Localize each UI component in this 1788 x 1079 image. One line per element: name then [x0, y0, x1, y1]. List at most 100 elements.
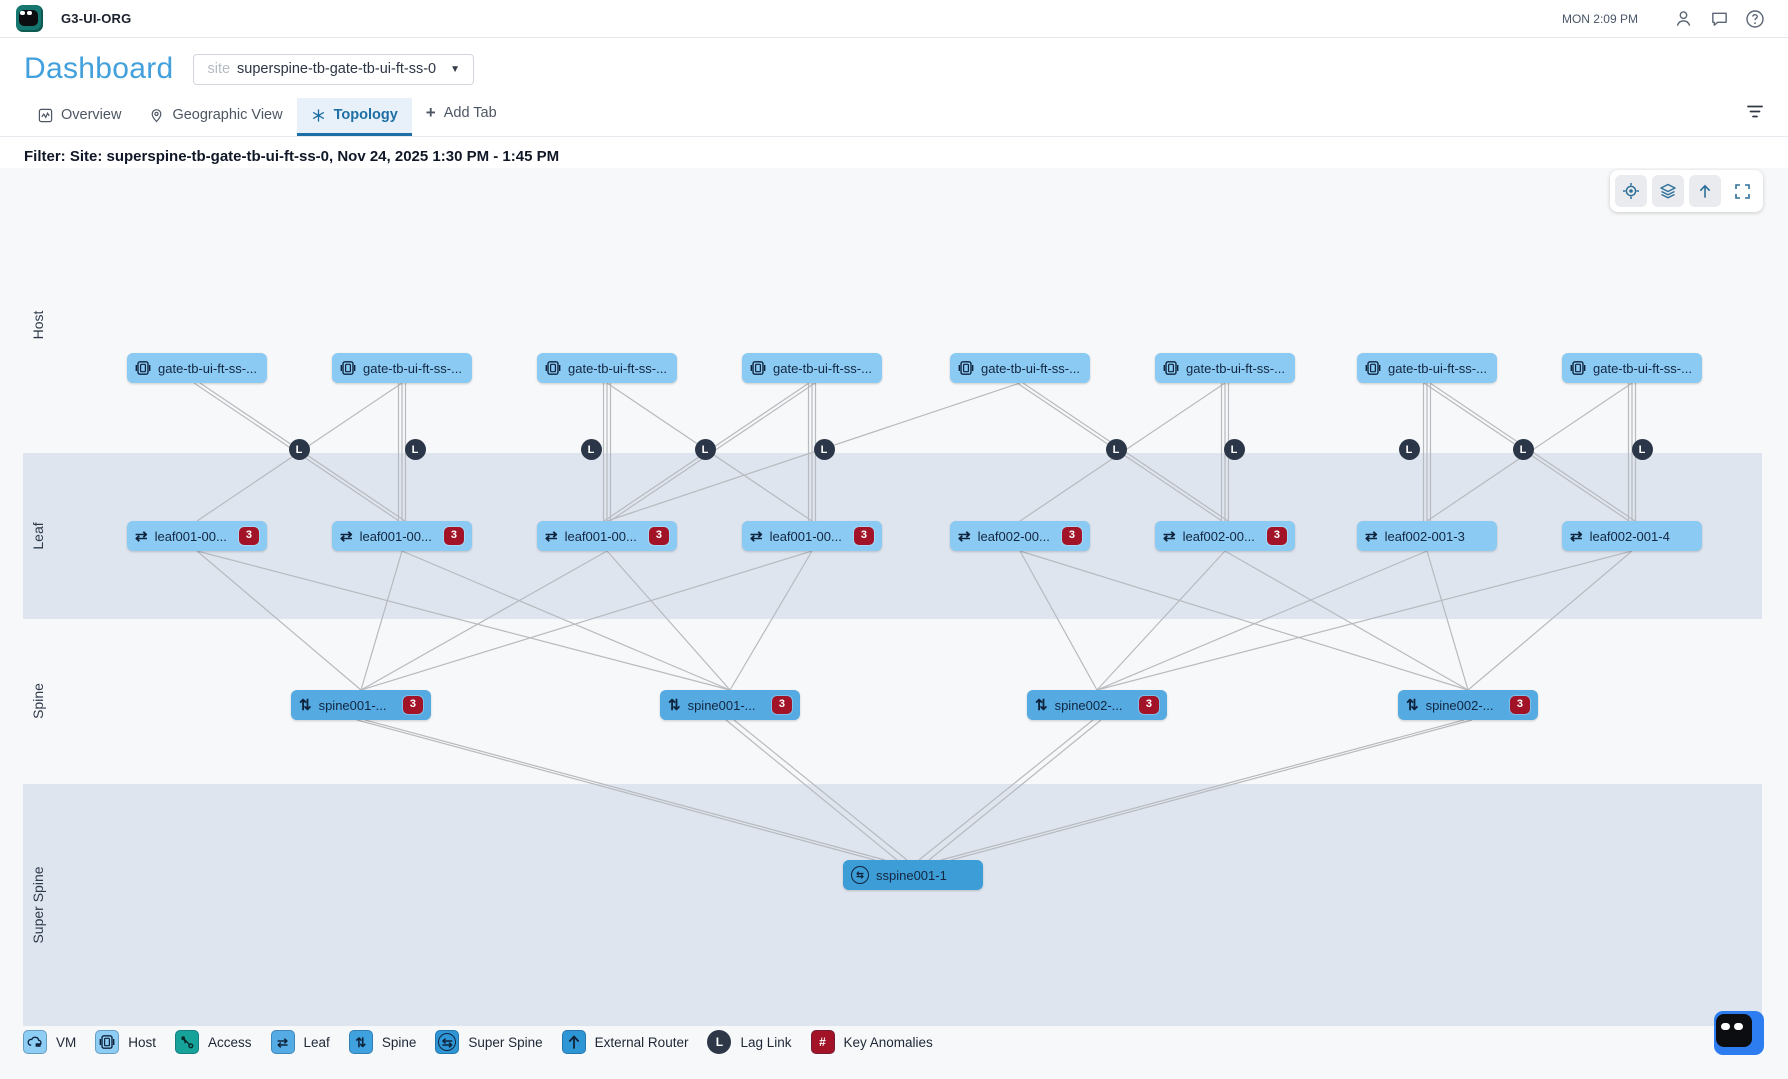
anomaly-count-badge: 3 — [402, 696, 423, 714]
topology-node-host[interactable]: gate-tb-ui-ft-ss-... — [332, 353, 472, 383]
app-logo robot-logo-icon — [16, 5, 43, 32]
leaf-icon: ⇄ — [1570, 527, 1583, 545]
superspine-icon: ⇆ — [435, 1030, 460, 1054]
node-label: spine002-... — [1054, 697, 1123, 713]
host-icon — [958, 360, 974, 376]
leaf-icon: ⇄ — [1365, 527, 1378, 545]
topology-node-host[interactable]: gate-tb-ui-ft-ss-... — [537, 353, 677, 383]
chat-icon[interactable] — [1708, 8, 1730, 30]
topology-node-leaf[interactable]: ⇄leaf002-001-3 — [1357, 521, 1497, 551]
topology-node-host[interactable]: gate-tb-ui-ft-ss-... — [1562, 353, 1702, 383]
host-icon — [135, 360, 151, 376]
topology-node-leaf[interactable]: ⇄ leaf002-001-4 — [1562, 521, 1702, 551]
topology-node-host[interactable]: gate-tb-ui-ft-ss-... — [742, 353, 882, 383]
topology-node-leaf[interactable]: ⇄leaf001-00...3 — [332, 521, 472, 551]
spine-icon: ⇅ — [348, 1030, 373, 1054]
topology-node-spine[interactable]: ⇅ spine001-... 3 — [291, 690, 431, 720]
legend-item-key-anomalies: #Key Anomalies — [810, 1030, 933, 1054]
topology-node-host[interactable]: gate-tb-ui-ft-ss-... — [1357, 353, 1497, 383]
topology-node-spine[interactable]: ⇅ spine002-... 3 — [1027, 690, 1167, 720]
topology-node-leaf[interactable]: ⇄leaf002-00...3 — [1155, 521, 1295, 551]
node-label: leaf001-00... — [359, 528, 432, 544]
topology-node-superspine[interactable]: ⇆sspine001-1 — [843, 860, 983, 890]
external-router-icon — [561, 1030, 586, 1054]
spine-icon: ⇅ — [1035, 696, 1048, 714]
lag-link-icon: L — [707, 1030, 732, 1054]
user-icon[interactable] — [1672, 8, 1694, 30]
top-bar: G3-UI-ORG MON 2:09 PM — [0, 0, 1788, 38]
filter-icon[interactable] — [1746, 104, 1764, 124]
host-icon — [95, 1030, 120, 1054]
topology-node-spine[interactable]: ⇅spine001-...3 — [660, 690, 800, 720]
lag-link-badge: L — [1223, 439, 1245, 460]
node-label: spine001-... — [318, 697, 387, 713]
legend-item-lag-link: L Lag Link — [707, 1030, 792, 1054]
filter-summary: Filter: Site: superspine-tb-gate-tb-ui-f… — [24, 148, 560, 165]
legend-item-spine: ⇅Spine — [348, 1030, 416, 1054]
topology-node-host[interactable]: gate-tb-ui-ft-ss-... — [1155, 353, 1295, 383]
tab-add[interactable]: + Add Tab — [425, 103, 497, 122]
tab-geographic-view[interactable]: Geographic View — [135, 98, 296, 136]
page-title: Dashboard — [24, 52, 174, 85]
plus-icon: + — [425, 103, 436, 122]
fullscreen-button[interactable] — [1726, 175, 1758, 207]
legend-label: Lag Link — [740, 1034, 792, 1050]
topology-node-leaf[interactable]: ⇄ leaf001-00... 3 — [742, 521, 882, 551]
lag-link-badge: L — [288, 439, 310, 460]
lag-link-badge: L — [694, 439, 716, 460]
node-label: leaf001-00... — [154, 528, 227, 544]
site-selector-dropdown[interactable]: site superspine-tb-gate-tb-ui-ft-ss-0 ▼ — [193, 53, 475, 85]
anomaly-count-badge: 3 — [648, 527, 669, 545]
leaf-icon: ⇄ — [270, 1030, 295, 1054]
leaf-icon: ⇄ — [1163, 527, 1176, 545]
layers-button[interactable] — [1652, 175, 1684, 207]
legend-label: Super Spine — [468, 1034, 543, 1050]
tab-overview[interactable]: Overview — [24, 98, 135, 136]
node-label: leaf001-00... — [769, 528, 842, 544]
help-icon[interactable] — [1744, 8, 1766, 30]
node-label: leaf002-001-4 — [1589, 528, 1670, 544]
leaf-icon: ⇄ — [750, 527, 763, 545]
tab-bar: Overview Geographic View Topology + Add … — [0, 86, 1788, 137]
leaf-icon: ⇄ — [340, 527, 353, 545]
access-icon — [175, 1030, 200, 1054]
topology-node-spine[interactable]: ⇅spine002-...3 — [1398, 690, 1538, 720]
legend-item-super-spine: ⇆ Super Spine — [435, 1030, 543, 1054]
node-label: gate-tb-ui-ft-ss-... — [158, 360, 257, 376]
focus-target-button[interactable] — [1615, 175, 1647, 207]
anomaly-count-badge: 3 — [1061, 527, 1082, 545]
assistant-robot-button robot-icon[interactable] — [1714, 1011, 1764, 1055]
spine-icon: ⇅ — [1406, 696, 1419, 714]
topology-node-host[interactable]: gate-tb-ui-ft-ss-... — [950, 353, 1090, 383]
legend-label: VM — [56, 1034, 77, 1050]
legend-label: Host — [128, 1034, 157, 1050]
pan-up-button[interactable] — [1689, 175, 1721, 207]
lag-link-badge: L — [1631, 439, 1653, 460]
anomaly-count-badge: 3 — [1138, 696, 1159, 714]
legend-item-vm: VM — [23, 1030, 76, 1054]
topology-node-leaf[interactable]: ⇄leaf001-00...3 — [537, 521, 677, 551]
topology-node-leaf[interactable]: ⇄leaf002-00...3 — [950, 521, 1090, 551]
legend-label: Access — [208, 1034, 252, 1050]
node-label: sspine001-1 — [876, 867, 947, 883]
node-label: gate-tb-ui-ft-ss-... — [773, 360, 872, 376]
overview-icon — [38, 108, 53, 122]
host-icon — [340, 360, 356, 376]
anomaly-count-badge: 3 — [1509, 696, 1530, 714]
node-label: gate-tb-ui-ft-ss-... — [1186, 360, 1285, 376]
node-label: gate-tb-ui-ft-ss-... — [1593, 360, 1692, 376]
topology-node-leaf[interactable]: ⇄leaf001-00...3 — [127, 521, 267, 551]
legend-item-leaf: ⇄Leaf — [270, 1030, 330, 1054]
topology-node-host[interactable]: gate-tb-ui-ft-ss-... — [127, 353, 267, 383]
node-label: gate-tb-ui-ft-ss-... — [568, 360, 667, 376]
legend-label: Key Anomalies — [843, 1034, 933, 1050]
spine-icon: ⇅ — [299, 696, 312, 714]
tab-topology[interactable]: Topology — [296, 98, 412, 136]
node-label: gate-tb-ui-ft-ss-... — [981, 360, 1080, 376]
clock: MON 2:09 PM — [1561, 11, 1638, 26]
node-label: leaf002-00... — [1182, 528, 1255, 544]
host-icon — [750, 360, 766, 376]
anomaly-count-badge: 3 — [853, 527, 874, 545]
